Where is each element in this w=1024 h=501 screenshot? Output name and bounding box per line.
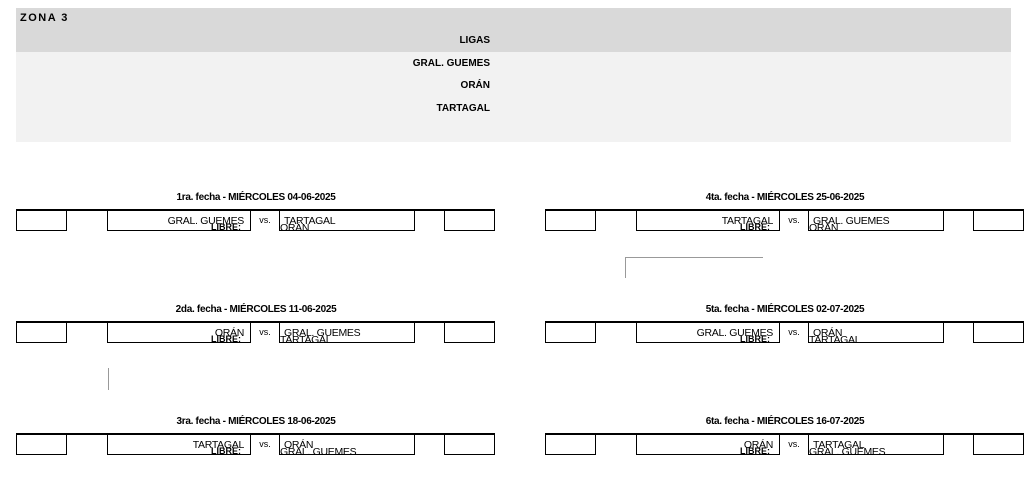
vs-label: vs.: [259, 327, 271, 337]
away-score-box[interactable]: [973, 321, 1024, 343]
libre-team: ORÁN: [809, 222, 839, 234]
away-team: GRAL. GUEMES: [808, 209, 944, 231]
fecha-title: 6ta. fecha - MIÉRCOLES 16-07-2025: [705, 416, 865, 427]
libre-label: LIBRE:: [740, 446, 770, 456]
match-line: [545, 321, 1023, 323]
libre-team: GRAL. GUEMES: [280, 446, 357, 458]
zona-title: ZONA 3: [20, 12, 69, 24]
cell-border-line: [625, 257, 626, 278]
match-line: [545, 209, 1023, 211]
fecha-5: 5ta. fecha - MIÉRCOLES 02-07-2025 GRAL. …: [545, 304, 1024, 384]
libre-team: ORÁN: [280, 222, 310, 234]
fecha-title: 2da. fecha - MIÉRCOLES 11-06-2025: [175, 304, 337, 315]
libre-label: LIBRE:: [211, 222, 241, 232]
libre-label: LIBRE:: [740, 334, 770, 344]
home-score-box[interactable]: [16, 209, 67, 231]
fecha-title: 4ta. fecha - MIÉRCOLES 25-06-2025: [705, 192, 865, 203]
fecha-title: 5ta. fecha - MIÉRCOLES 02-07-2025: [705, 304, 865, 315]
libre-team: TARTAGAL: [280, 334, 332, 346]
home-score-box[interactable]: [16, 321, 67, 343]
ligas-panel: [16, 52, 1011, 142]
away-score-box[interactable]: [973, 433, 1024, 455]
fecha-3: 3ra. fecha - MIÉRCOLES 18-06-2025 TARTAG…: [16, 416, 516, 496]
away-score-box[interactable]: [444, 433, 495, 455]
libre-team: TARTAGAL: [809, 334, 861, 346]
fecha-1: 1ra. fecha - MIÉRCOLES 04-06-2025 GRAL. …: [16, 192, 516, 272]
liga-item: ORÁN: [460, 80, 490, 91]
fecha-title: 1ra. fecha - MIÉRCOLES 04-06-2025: [176, 192, 336, 203]
home-score-box[interactable]: [545, 209, 596, 231]
away-team: ORÁN: [808, 321, 944, 343]
fecha-6: 6ta. fecha - MIÉRCOLES 16-07-2025 ORÁN v…: [545, 416, 1024, 496]
vs-label: vs.: [259, 215, 271, 225]
vs-label: vs.: [788, 327, 800, 337]
away-team: ORÁN: [279, 433, 415, 455]
match-line: [545, 433, 1023, 435]
vs-label: vs.: [788, 439, 800, 449]
away-team: TARTAGAL: [279, 209, 415, 231]
vs-label: vs.: [259, 439, 271, 449]
away-team: TARTAGAL: [808, 433, 944, 455]
match-line: [16, 321, 494, 323]
away-score-box[interactable]: [444, 209, 495, 231]
libre-label: LIBRE:: [211, 446, 241, 456]
home-team: TARTAGAL: [107, 433, 251, 455]
liga-item: GRAL. GUEMES: [412, 58, 490, 69]
away-team: GRAL. GUEMES: [279, 321, 415, 343]
home-team: GRAL. GUEMES: [636, 321, 780, 343]
home-team: ORÁN: [107, 321, 251, 343]
ligas-heading: LIGAS: [459, 35, 490, 46]
home-team: GRAL. GUEMES: [107, 209, 251, 231]
libre-label: LIBRE:: [740, 222, 770, 232]
home-score-box[interactable]: [545, 433, 596, 455]
home-score-box[interactable]: [16, 433, 67, 455]
cell-border-line: [625, 257, 763, 258]
liga-item: TARTAGAL: [436, 103, 490, 114]
match-line: [16, 209, 494, 211]
libre-team: GRAL. GUEMES: [809, 446, 886, 458]
home-team: TARTAGAL: [636, 209, 780, 231]
away-score-box[interactable]: [444, 321, 495, 343]
home-score-box[interactable]: [545, 321, 596, 343]
zona-header: [16, 8, 1011, 52]
vs-label: vs.: [788, 215, 800, 225]
fecha-2: 2da. fecha - MIÉRCOLES 11-06-2025 ORÁN v…: [16, 304, 516, 384]
match-line: [16, 433, 494, 435]
libre-label: LIBRE:: [211, 334, 241, 344]
fecha-title: 3ra. fecha - MIÉRCOLES 18-06-2025: [176, 416, 336, 427]
away-score-box[interactable]: [973, 209, 1024, 231]
fecha-4: 4ta. fecha - MIÉRCOLES 25-06-2025 TARTAG…: [545, 192, 1024, 272]
home-team: ORÁN: [636, 433, 780, 455]
cell-border-line: [108, 368, 109, 390]
